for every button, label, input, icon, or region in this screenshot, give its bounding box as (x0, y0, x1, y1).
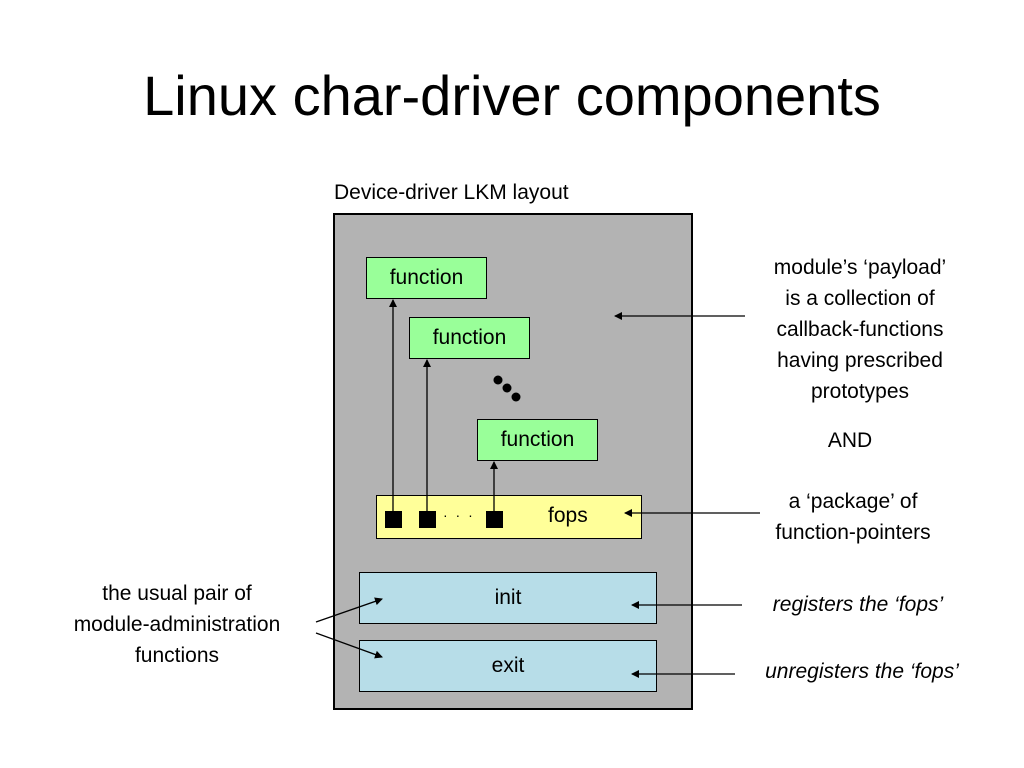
admin-note-line-1: the usual pair of (102, 582, 252, 605)
and-note: AND (827, 429, 873, 452)
unregisters-note: unregisters the ‘fops’ (765, 660, 959, 683)
admin-note-line-3: functions (134, 644, 220, 667)
package-note-line-1: a ‘package’ of (788, 490, 918, 513)
function-box-2: function (409, 317, 530, 359)
package-note: a ‘package’ of function-pointers (740, 486, 966, 548)
slide-title: Linux char-driver components (143, 64, 881, 127)
exit-box: exit (359, 640, 657, 692)
fops-label: fops (548, 504, 588, 527)
payload-note-line-1: module’s ‘payload’ (773, 256, 947, 279)
payload-note: module’s ‘payload’ is a collection of ca… (736, 252, 984, 407)
payload-note-line-2: is a collection of (785, 287, 935, 310)
function-box-1: function (366, 257, 487, 299)
payload-note-line-3: callback-functions (776, 318, 944, 341)
function-pointer-2 (419, 511, 436, 528)
diagram-caption: Device-driver LKM layout (334, 181, 569, 204)
function-pointer-1 (385, 511, 402, 528)
fops-box (376, 495, 642, 539)
package-note-line-2: function-pointers (775, 521, 931, 544)
payload-note-line-5: prototypes (810, 380, 910, 403)
payload-note-line-4: having prescribed (777, 349, 943, 372)
fops-ellipsis: · · · (443, 507, 475, 523)
registers-note: registers the ‘fops’ (772, 593, 944, 616)
init-box: init (359, 572, 657, 624)
function-box-3: function (477, 419, 598, 461)
function-pointer-3 (486, 511, 503, 528)
admin-functions-note: the usual pair of module-administration … (40, 578, 314, 671)
admin-note-line-2: module-administration (73, 613, 281, 636)
